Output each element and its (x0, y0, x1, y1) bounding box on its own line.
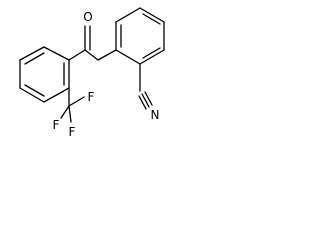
bond-left-ring-4 (19, 87, 45, 103)
bond-nitrile-triple-a (141, 93, 150, 108)
bond-right-ring-3 (139, 49, 165, 65)
bond-left-ring-1 (43, 46, 70, 61)
fluorine-left-atom-label: F (53, 118, 60, 132)
bond-carbonyl-to-ch2 (84, 49, 99, 61)
bond-nitrile-triple-c (138, 95, 147, 110)
fluorine-bottom-atom-label: F (69, 125, 76, 139)
atom-labels: O N F F F (53, 10, 160, 139)
bonds (19, 7, 165, 123)
bond-right-ring-1 (139, 7, 165, 23)
nitrogen-atom-label: N (151, 108, 160, 122)
bond-left-ring-2 (19, 46, 45, 61)
chemical-structure: O N F F F (19, 7, 165, 139)
bond-cf3-f-left (60, 105, 70, 119)
bond-right-ring-1-inner (142, 13, 161, 25)
bond-carbonyl-to-left-ring (68, 49, 86, 61)
bond-left-ring-4-inner (24, 84, 45, 97)
bond-right-ring-6 (115, 7, 141, 23)
bond-right-ring-3-inner (142, 47, 161, 59)
bond-left-ring-2-inner (24, 52, 45, 65)
bond-ch2-to-right-ring (97, 49, 117, 61)
bond-cf3-f-top (68, 96, 85, 107)
oxygen-atom-label: O (83, 10, 92, 24)
bond-nitrile-triple-b (144, 91, 153, 106)
bond-right-ring-4 (115, 49, 141, 65)
fluorine-top-atom-label: F (88, 90, 95, 104)
bond-left-ring-5 (43, 87, 70, 103)
bond-cf3-f-bottom (68, 105, 72, 123)
